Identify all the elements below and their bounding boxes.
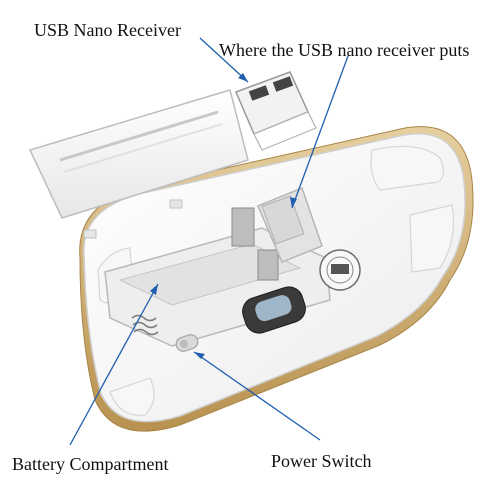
label-power-switch: Power Switch [271,451,372,471]
optical-sensor [242,286,306,334]
glide-pad-bottom [109,377,155,416]
glide-pad-top [370,145,445,191]
receiver-slot [257,187,323,263]
glide-pad-right [409,204,455,273]
leader-power-switch [193,351,321,441]
leader-receiver-slot [291,55,349,209]
battery-cover [28,89,249,239]
usb-nano-receiver [234,71,317,151]
leader-lines [69,37,349,446]
battery-contact [231,207,255,247]
leader-battery [69,283,159,446]
certification-seal [319,249,361,291]
battery-contact [257,249,279,281]
label-usb-nano-receiver: USB Nano Receiver [34,20,181,40]
label-receiver-slot: Where the USB nano receiver puts [219,40,470,60]
leader-usb-receiver [199,37,249,83]
power-switch [175,334,199,352]
battery-compartment [104,207,331,347]
label-battery-compartment: Battery Compartment [12,454,169,474]
